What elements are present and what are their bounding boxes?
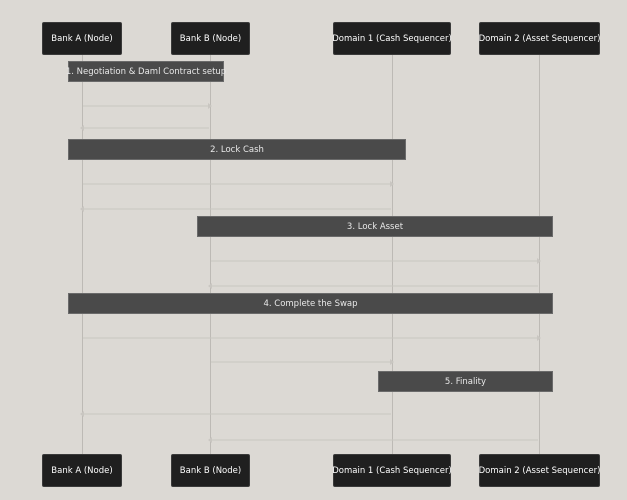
actor-bank-b-bottom: Bank B (Node) <box>171 454 250 487</box>
note-step-3: 3. Lock Asset <box>197 216 553 237</box>
lifeline-domain-2 <box>539 55 540 454</box>
note-label: 4. Complete the Swap <box>263 298 358 309</box>
actor-label: Bank A (Node) <box>51 465 113 476</box>
actor-bank-b-top: Bank B (Node) <box>171 22 250 55</box>
actor-bank-a-top: Bank A (Node) <box>42 22 122 55</box>
arrow-head <box>208 437 212 443</box>
lifeline-bank-a <box>82 55 83 454</box>
note-label: 5. Finality <box>444 376 487 387</box>
actor-label: Domain 1 (Cash Sequencer) <box>332 33 452 44</box>
note-step-5: 5. Finality <box>378 371 553 392</box>
note-label: 2. Lock Cash <box>210 144 264 155</box>
actor-domain-1-top: Domain 1 (Cash Sequencer) <box>332 22 452 55</box>
arrow-head <box>80 125 84 131</box>
note-label: 1. Negotiation & Daml Contract setup <box>65 66 227 77</box>
actor-domain-2-top: Domain 2 (Asset Sequencer) <box>479 22 600 55</box>
actor-domain-2-bottom: Domain 2 (Asset Sequencer) <box>479 454 600 487</box>
lifeline-domain-1 <box>392 55 393 454</box>
actor-bank-a-bottom: Bank A (Node) <box>42 454 122 487</box>
note-step-2: 2. Lock Cash <box>68 139 406 160</box>
actor-label: Domain 2 (Asset Sequencer) <box>478 465 601 476</box>
arrow-head <box>390 181 394 187</box>
note-step-1: 1. Negotiation & Daml Contract setup <box>65 61 227 82</box>
arrow-head <box>537 258 541 264</box>
note-label: 3. Lock Asset <box>346 221 404 232</box>
arrow-head <box>537 335 541 341</box>
actor-label: Bank A (Node) <box>51 33 113 44</box>
lifeline-bank-b <box>210 55 211 454</box>
arrow-head <box>80 411 84 417</box>
arrow-head <box>208 103 212 109</box>
arrow-head <box>390 359 394 365</box>
note-step-4: 4. Complete the Swap <box>68 293 553 314</box>
actor-domain-1-bottom: Domain 1 (Cash Sequencer) <box>332 454 452 487</box>
arrow-head <box>208 283 212 289</box>
actor-label: Domain 1 (Cash Sequencer) <box>332 465 452 476</box>
actor-label: Bank B (Node) <box>179 465 242 476</box>
arrow-head <box>80 206 84 212</box>
actor-label: Domain 2 (Asset Sequencer) <box>478 33 601 44</box>
actor-label: Bank B (Node) <box>179 33 242 44</box>
